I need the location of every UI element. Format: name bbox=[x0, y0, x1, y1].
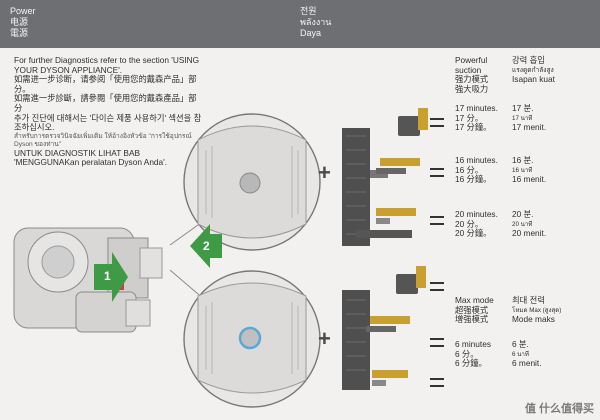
runtime-text: 17 분. bbox=[512, 103, 534, 113]
header-band: Power 电源 電源 전원 พลังงาน Daya bbox=[0, 0, 600, 48]
header-label: พลังงาน bbox=[300, 17, 332, 27]
heading-text: suction bbox=[455, 64, 482, 75]
runtime-text: 17 分。 bbox=[455, 112, 484, 123]
equals-sign bbox=[430, 216, 444, 225]
runtime-17-alt: 17 분. 17 นาที 17 menit. bbox=[512, 103, 547, 133]
step-1-arrow bbox=[94, 252, 128, 302]
header-label: 電源 bbox=[10, 28, 29, 38]
intro-ko: 추가 진단에 대해서는 '다이슨 제품 사용하기' 섹션을 참조하십시오. bbox=[14, 112, 202, 133]
plus-sign-top: + bbox=[318, 160, 331, 185]
runtime-text: 17 分鐘。 bbox=[455, 122, 492, 133]
intro-id: UNTUK DIAGNOSTIK LIHAT BAB 'MENGGUNAKan … bbox=[14, 147, 168, 168]
max-mode-heading: Max mode 超强模式 增強模式 bbox=[455, 295, 494, 325]
intro-en: For further Diagnostics refer to the sec… bbox=[14, 55, 200, 75]
runtime-text: 20 分。 bbox=[455, 218, 484, 229]
runtime-text: 16 minutes. bbox=[455, 155, 498, 165]
equals-sign bbox=[430, 118, 444, 127]
plus-sign-bottom: + bbox=[318, 326, 331, 351]
tool-crevice-bottom bbox=[366, 316, 410, 332]
runtime-text: 17 menit. bbox=[512, 122, 547, 133]
runtime-text: 20 นาที bbox=[512, 220, 533, 228]
runtime-text: 17 นาที bbox=[512, 114, 533, 122]
tool-mini-motorised-top bbox=[398, 108, 428, 136]
heading-text: 強大吸力 bbox=[455, 83, 489, 94]
header-power-labels-alt: 전원 พลังงาน Daya bbox=[300, 6, 331, 39]
step-2-label: 2 bbox=[203, 239, 210, 253]
top-detail-circle bbox=[183, 113, 321, 251]
runtime-text: 17 minutes. bbox=[455, 103, 498, 113]
tool-brush-top bbox=[356, 208, 416, 238]
runtime-6: 6 minutes 6 分。 6 分鐘。 bbox=[455, 339, 491, 369]
runtime-17: 17 minutes. 17 分。 17 分鐘。 bbox=[455, 103, 498, 133]
runtime-6-alt: 6 분. 6 นาที 6 menit. bbox=[512, 339, 542, 369]
header-label: Daya bbox=[300, 28, 322, 38]
heading-text: Powerful bbox=[455, 55, 488, 65]
heading-text: Max mode bbox=[455, 295, 494, 305]
equals-sign bbox=[430, 338, 444, 347]
runtime-20: 20 minutes. 20 分。 20 分鐘。 bbox=[455, 209, 498, 239]
heading-text: แรงดูดกำลังสูง bbox=[512, 66, 554, 74]
site-watermark: 值 什么值得买 bbox=[524, 403, 594, 415]
cleaner-head-bottom bbox=[342, 290, 370, 390]
heading-text: 增強模式 bbox=[455, 314, 489, 325]
equals-sign bbox=[430, 282, 444, 291]
heading-text: 최대 전력 bbox=[512, 295, 545, 305]
heading-text: 超强模式 bbox=[455, 304, 489, 315]
intro-zh-tw: 如需進一步診斷，請參閱「使用您的戴森產品」部分 bbox=[14, 93, 197, 113]
runtime-text: 20 分鐘。 bbox=[455, 228, 492, 239]
header-label: Power bbox=[10, 6, 36, 16]
runtime-text: 20 minutes. bbox=[455, 209, 498, 219]
runtime-text: 20 menit. bbox=[512, 228, 547, 239]
intro-zh-cn: 如需进一步诊断，请参阅「使用您的戴森产品」部分。 bbox=[14, 74, 197, 94]
runtime-text: 6 分。 bbox=[455, 348, 479, 359]
tool-crevice-top bbox=[376, 158, 420, 174]
runtime-text: 20 분. bbox=[512, 209, 534, 219]
equals-sign bbox=[430, 378, 444, 387]
runtime-text: 6 分鐘。 bbox=[455, 358, 487, 369]
powerful-suction-heading: Powerful suction 强力模式 強大吸力 bbox=[455, 55, 489, 94]
runtime-20-alt: 20 분. 20 นาที 20 menit. bbox=[512, 209, 547, 239]
runtime-text: 6 minutes bbox=[455, 339, 491, 349]
runtime-text: 6 นาที bbox=[512, 350, 529, 358]
intro-th: สำหรับการตรวจวินิจฉัยเพิ่มเติม ให้อ้างอิ… bbox=[14, 132, 192, 148]
header-label: 电源 bbox=[10, 17, 29, 27]
powerful-suction-heading-alt: 강력 흡입 แรงดูดกำลังสูง Isapan kuat bbox=[512, 55, 555, 85]
step-1-label: 1 bbox=[104, 269, 111, 283]
runtime-text: 16 분. bbox=[512, 155, 534, 165]
runtime-16: 16 minutes. 16 分。 16 分鐘。 bbox=[455, 155, 498, 185]
tool-mini-motorised-bottom bbox=[396, 266, 426, 294]
step-2-arrow bbox=[190, 224, 222, 268]
header-power-labels: Power 电源 電源 bbox=[10, 6, 36, 39]
runtime-text: 16 分。 bbox=[455, 164, 484, 175]
diagnostics-intro: For further Diagnostics refer to the sec… bbox=[14, 55, 204, 168]
runtime-text: 16 分鐘。 bbox=[455, 174, 492, 185]
heading-text: โหมด Max (สูงสุด) bbox=[512, 306, 562, 314]
heading-text: 强力模式 bbox=[455, 74, 489, 85]
runtime-text: 6 분. bbox=[512, 339, 529, 349]
runtime-text: 16 menit. bbox=[512, 174, 547, 185]
cleaner-head-top bbox=[342, 128, 388, 246]
header-label: 전원 bbox=[300, 6, 317, 16]
heading-text: Isapan kuat bbox=[512, 74, 555, 85]
runtime-text: 16 นาที bbox=[512, 166, 533, 174]
bottom-detail-circle bbox=[183, 270, 321, 408]
heading-text: Mode maks bbox=[512, 314, 555, 325]
runtime-16-alt: 16 분. 16 นาที 16 menit. bbox=[512, 155, 547, 185]
tool-brush-bottom bbox=[372, 370, 408, 386]
heading-text: 강력 흡입 bbox=[512, 55, 545, 65]
runtime-text: 6 menit. bbox=[512, 358, 542, 369]
equals-sign bbox=[430, 168, 444, 177]
vacuum-body-illustration bbox=[13, 227, 163, 333]
max-mode-heading-alt: 최대 전력 โหมด Max (สูงสุด) Mode maks bbox=[512, 295, 562, 325]
